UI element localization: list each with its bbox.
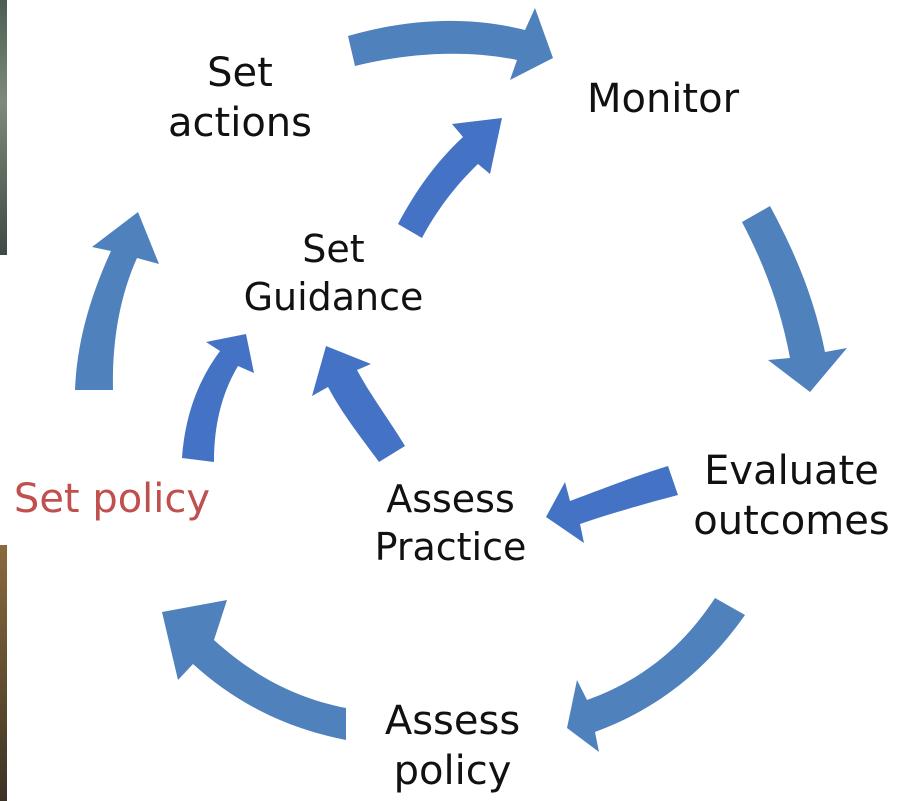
arrow-set-actions-to-monitor (348, 8, 553, 80)
arrow-monitor-to-evaluate (742, 206, 847, 392)
label-set-guidance-line1: Set (302, 227, 365, 271)
label-set-guidance: Set Guidance (236, 226, 431, 321)
arrow-set-policy-to-set-actions (75, 212, 159, 390)
arrow-set-guidance-to-set-actions (398, 118, 502, 238)
label-monitor: Monitor (568, 74, 758, 124)
arrow-assess-policy-to-set-policy (162, 600, 346, 740)
label-set-policy-line1: Set policy (13, 476, 211, 522)
arrow-evaluate-to-assess-practice (546, 466, 678, 543)
label-assess-policy-line1: Assess (384, 698, 521, 744)
label-set-guidance-line2: Guidance (243, 274, 424, 319)
label-assess-policy-line2: policy (393, 748, 512, 794)
arrow-set-policy-to-set-guidance (182, 334, 254, 462)
label-assess-practice: Assess Practice (368, 476, 533, 571)
label-assess-practice-line1: Assess (386, 477, 515, 521)
label-monitor-line1: Monitor (586, 76, 740, 122)
label-evaluate-outcomes: Evaluate outcomes (686, 446, 897, 546)
left-edge-photo-bottom (0, 545, 7, 801)
arrow-evaluate-to-assess-policy (567, 598, 745, 752)
left-edge-photo-top (0, 0, 7, 255)
label-set-actions-line2: actions (168, 100, 312, 146)
label-evaluate-outcomes-line1: Evaluate (704, 448, 879, 494)
label-assess-policy: Assess policy (365, 696, 540, 796)
label-set-actions-line1: Set (207, 50, 273, 96)
label-set-policy: Set policy (8, 474, 216, 524)
label-assess-practice-line2: Practice (374, 524, 527, 569)
label-set-actions: Set actions (165, 48, 315, 148)
arrow-assess-practice-to-set-guidance (312, 346, 405, 462)
label-evaluate-outcomes-line2: outcomes (693, 498, 890, 544)
